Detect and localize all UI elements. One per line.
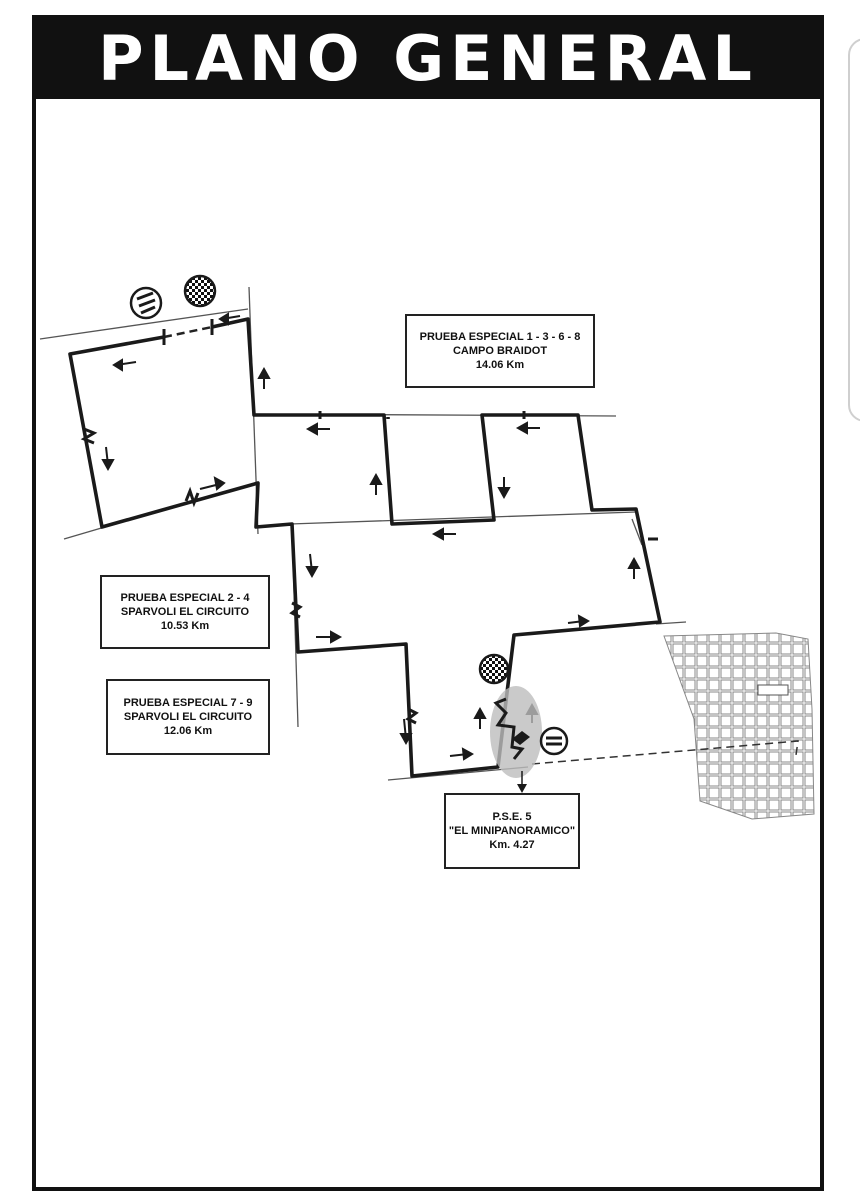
arrow-left-2	[218, 312, 241, 326]
side-panel-edge	[848, 38, 860, 422]
arrow-down-2	[497, 477, 511, 500]
arrow-right-1	[199, 476, 226, 491]
arrow-left-3	[305, 422, 330, 436]
start-icon-pse5	[539, 726, 569, 756]
title-bar: PLANO GENERAL	[36, 19, 820, 99]
arrow-up-3	[627, 556, 641, 579]
stage-map	[39, 274, 815, 820]
access-road	[531, 740, 799, 765]
stage-line: SPARVOLI EL CIRCUITO	[120, 606, 250, 618]
arrow-left-4	[431, 527, 456, 541]
stage-label-pe-7-9: PRUEBA ESPECIAL 7 - 9 SPARVOLI EL CIRCUI…	[106, 679, 270, 755]
route-markers	[80, 319, 658, 725]
page-title: PLANO GENERAL	[98, 22, 758, 95]
stage-line: PRUEBA ESPECIAL 2 - 4	[120, 592, 250, 604]
arrow-down-3	[305, 553, 319, 579]
stage-label-pe-2-4: PRUEBA ESPECIAL 2 - 4 SPARVOLI EL CIRCUI…	[100, 575, 270, 649]
town-grid	[663, 632, 815, 820]
dashed-connector	[163, 325, 213, 339]
arrow-down-1	[101, 446, 115, 472]
stage-line: 10.53 Km	[160, 620, 210, 632]
stage-label-pse-5: P.S.E. 5 "EL MINIPANORAMICO" Km. 4.27	[444, 793, 580, 869]
stage-label-pe-1-3-6-8: PRUEBA ESPECIAL 1 - 3 - 6 - 8 CAMPO BRAI…	[405, 314, 595, 388]
arrow-right-4	[567, 614, 590, 628]
arrow-right-2	[316, 630, 343, 644]
map-frame: PLANO GENERAL	[32, 15, 824, 1191]
stage-line: 12.06 Km	[163, 725, 213, 737]
stage-line: "EL MINIPANORAMICO"	[448, 825, 576, 837]
stage-line: PRUEBA ESPECIAL 7 - 9	[123, 697, 253, 709]
arrow-right-3	[449, 747, 474, 761]
checkered-flag-icon	[183, 274, 217, 308]
rally-route	[68, 317, 662, 778]
arrow-up-2	[369, 472, 383, 495]
stage-line: Km. 4.27	[489, 839, 535, 851]
stage-line: P.S.E. 5	[492, 811, 532, 823]
arrow-up-4	[473, 706, 487, 729]
arrow-down-4	[399, 718, 413, 746]
arrow-left-1	[112, 358, 137, 372]
arrow-left-5	[515, 421, 540, 435]
stage-line: SPARVOLI EL CIRCUITO	[123, 711, 253, 723]
stage-line: 14.06 Km	[475, 359, 525, 371]
stage-line: PRUEBA ESPECIAL 1 - 3 - 6 - 8	[419, 331, 581, 343]
stage-line: CAMPO BRAIDOT	[452, 345, 548, 357]
checkered-flag-icon-pse5	[478, 653, 510, 685]
pse5-highlight	[490, 686, 542, 793]
arrow-up-1	[257, 366, 271, 389]
start-icon	[129, 286, 163, 320]
